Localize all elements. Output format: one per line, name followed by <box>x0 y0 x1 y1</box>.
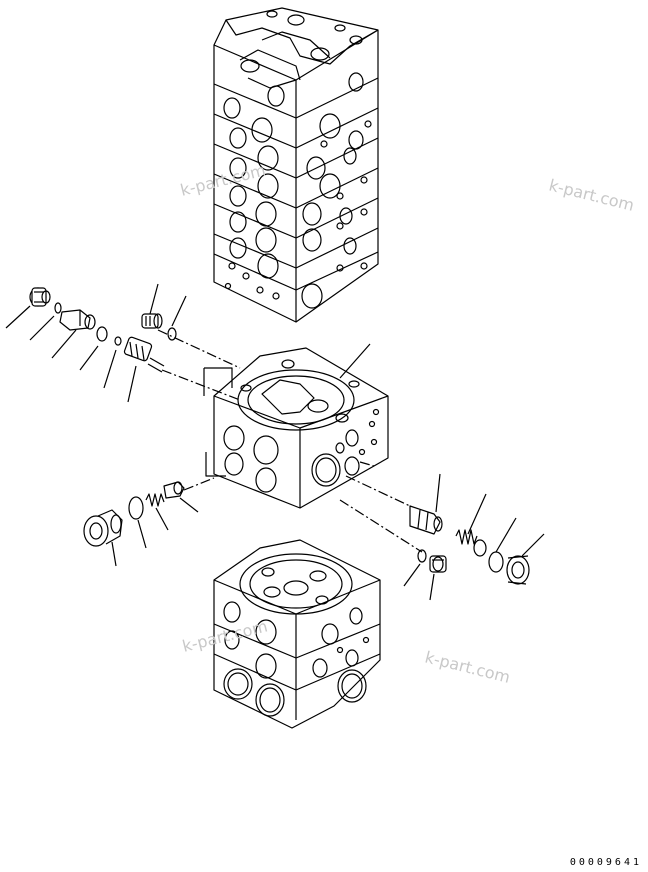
plug-part <box>30 288 50 306</box>
left-exploded-parts <box>6 284 370 566</box>
document-number: 00009641 <box>569 857 642 868</box>
watermark: k-part.com <box>423 647 512 687</box>
middle-valve-section <box>204 348 388 508</box>
o-ring-part <box>129 497 143 519</box>
watermark: k-part.com <box>547 175 636 215</box>
valve-stem-part <box>410 506 442 534</box>
spring-part <box>146 494 164 506</box>
plug-part <box>142 314 162 328</box>
right-exploded-parts <box>340 462 544 600</box>
o-ring-part <box>97 327 107 341</box>
plug-part <box>507 556 529 584</box>
plug-part <box>84 510 122 546</box>
valve-stem-part <box>124 336 164 372</box>
fitting-part <box>60 310 95 330</box>
plug-part <box>430 556 446 572</box>
o-ring-part <box>168 328 176 340</box>
o-ring-part <box>474 540 486 556</box>
o-ring-part <box>489 552 503 572</box>
o-ring-part <box>55 303 61 313</box>
spring-part <box>456 530 477 544</box>
o-ring-part <box>418 550 426 562</box>
upper-valve-stack <box>214 8 378 322</box>
lower-valve-section <box>214 540 380 728</box>
o-ring-part <box>115 337 121 345</box>
poppet-part <box>164 482 184 498</box>
